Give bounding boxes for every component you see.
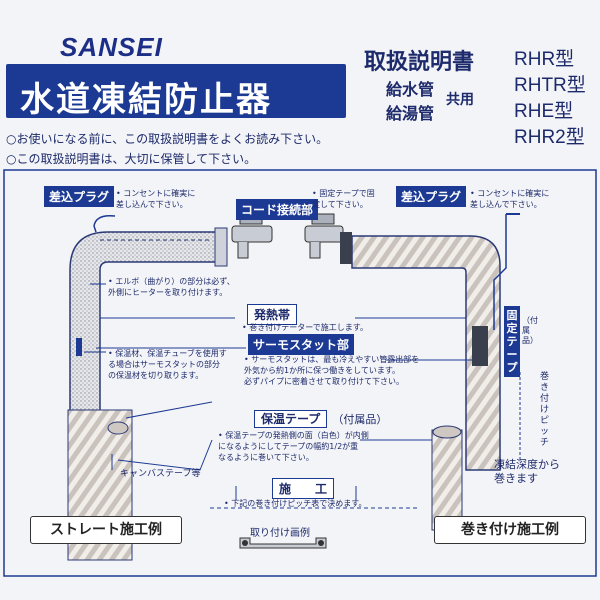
label-insulation-tape: 保温テープ （付属品） — [254, 408, 388, 428]
note-insulation-tape: • 保温テープの発熱側の面（白色）が内側 になるようにしてテープの幅約1/2が重… — [218, 430, 369, 463]
label-construction: 施 工 — [272, 478, 335, 499]
diagram-frame — [3, 169, 597, 577]
product-banner — [6, 64, 346, 118]
caption-wrap: 巻き付け施工例 — [434, 516, 586, 544]
product-name: 水道凍結防止器 — [20, 80, 272, 120]
note-elbow: • エルボ（曲がり）の部分は必ず、 外側にヒーターを取り付けます。 — [108, 276, 235, 298]
label-cord-joint: コード接続部 — [236, 199, 319, 220]
note-fix-tape: • 固定テープで固 定して下さい。 — [312, 188, 375, 210]
label-canvas-tape: キャンバステープ等 — [120, 469, 201, 479]
note-plug-right-line2: 差し込んで下さい。 — [470, 200, 542, 209]
note-insulation-line2: る場合はサーモスタットの部分 — [108, 360, 220, 369]
notice-read: ○お使いになる前に、この取扱説明書をよくお読み下さい。 — [6, 132, 329, 146]
usage-line-water: 給水管 — [386, 80, 435, 99]
label-thermostat: サーモスタット部 — [248, 334, 355, 355]
usage-shared: 共用 — [446, 92, 474, 108]
model-rhr: RHR型 — [514, 49, 575, 70]
model-rhe: RHE型 — [514, 101, 574, 122]
note-insulation-tape-line1: • 保温テープの発熱側の面（白色）が内側 — [218, 431, 369, 440]
note-heating-band: • 巻き付けテーターで施工します。 — [242, 323, 368, 332]
usage-line-hot: 給湯管 — [386, 104, 435, 123]
label-fix-tape-right-suffix: （付属品） — [522, 316, 538, 345]
label-wrap-pitch: 巻き付けピッチ — [540, 372, 550, 448]
label-mounting: 取り付け画例 — [250, 528, 310, 539]
note-thermostat-line2: 外気から約1か所に保つ働きをしています。 — [244, 366, 401, 375]
notice-keep: ○この取扱説明書は、大切に保管して下さい。 — [6, 152, 257, 166]
note-plug-left-line1: • コンセントに確実に — [116, 189, 196, 198]
manual-title: 取扱説明書 — [364, 50, 475, 75]
label-heating-band: 発熱帯 — [247, 304, 298, 325]
note-plug-right-line1: • コンセントに確実に — [470, 189, 550, 198]
note-insulation-tape-line2: になるようにしてテープの幅約1/2が重 — [218, 442, 359, 451]
mounting-bracket — [239, 537, 327, 549]
faucet-left — [231, 213, 273, 259]
note-insulation-line3: の保温材を切り取ります。 — [108, 371, 204, 380]
note-fix-tape-line2: 定して下さい。 — [312, 200, 368, 209]
label-insulation-tape-suffix: （付属品） — [332, 413, 388, 426]
note-elbow-line2: 外側にヒーターを取り付けます。 — [108, 288, 228, 297]
note-freeze-depth: 凍結深度から 巻きます — [494, 458, 560, 486]
note-thermostat-line1: • サーモスタットは、最も冷えやすい管露出部を — [244, 355, 420, 364]
brand-logo: SANSEI — [60, 32, 163, 62]
note-thermostat-line3: 必ずパイプに密着させて取り付けて下さい。 — [244, 377, 404, 386]
note-elbow-line1: • エルボ（曲がり）の部分は必ず、 — [108, 277, 235, 286]
note-plug-left: • コンセントに確実に 差し込んで下さい。 — [116, 188, 195, 210]
caption-straight: ストレート施工例 — [30, 516, 182, 544]
note-thermostat: • サーモスタットは、最も冷えやすい管露出部を 外気から約1か所に保つ働きをして… — [244, 354, 419, 387]
note-insulation-tape-line3: なるように巻いて下さい。 — [218, 453, 314, 462]
note-freeze-depth-line1: 凍結深度から — [494, 458, 560, 471]
label-insulation-tape-text: 保温テープ — [254, 410, 328, 428]
right-pipe-assembly — [351, 213, 520, 531]
note-freeze-depth-line2: 巻きます — [494, 472, 538, 485]
note-insulation-line1: • 保温材、保温チューブを使用す — [108, 349, 227, 358]
model-rhtr: RHTR型 — [514, 75, 586, 96]
label-fix-tape-right: 固定テープ — [504, 306, 520, 377]
note-plug-right: • コンセントに確実に 差し込んで下さい。 — [470, 188, 549, 210]
left-pipe-assembly — [67, 214, 228, 561]
label-plug-left: 差込プラグ — [44, 186, 115, 207]
model-rhr2: RHR2型 — [514, 127, 585, 148]
leader-lines — [84, 283, 521, 500]
note-construction: • 下記の巻き付けピッチ表で決めます。 — [224, 499, 367, 508]
note-plug-left-line2: 差し込んで下さい。 — [116, 200, 188, 209]
faucet-right — [304, 213, 352, 264]
label-plug-right: 差込プラグ — [396, 186, 467, 207]
note-insulation: • 保温材、保温チューブを使用す る場合はサーモスタットの部分 の保温材を切り取… — [108, 348, 227, 381]
note-fix-tape-line1: • 固定テープで固 — [312, 189, 375, 198]
